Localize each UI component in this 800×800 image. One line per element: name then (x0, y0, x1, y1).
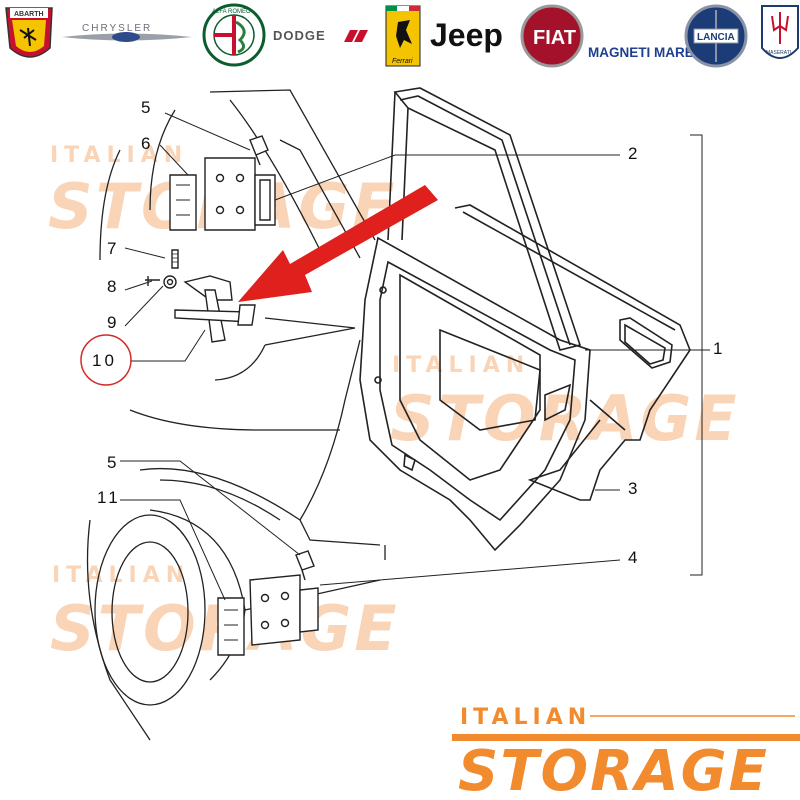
door-shell (359, 236, 591, 552)
jeep-logo: Jeep (430, 17, 503, 53)
callout-2: 2 (628, 144, 637, 163)
alfa-romeo-wordmark: ALFA ROMEO (212, 9, 251, 15)
brand-footer: ITALIAN STORAGE (452, 705, 800, 800)
ferrari-wordmark: Ferrari (392, 58, 413, 65)
fiat-logo: FIAT (520, 4, 584, 68)
brand-footer-line1: ITALIAN (460, 705, 591, 730)
car-body-outline (86, 89, 386, 741)
maserati-wordmark: MASERATI (766, 50, 791, 56)
jeep-wordmark: Jeep (430, 17, 503, 53)
callout-11: 11 (97, 488, 121, 507)
ferrari-logo: Ferrari (385, 5, 421, 67)
watermark-line1: ITALIAN (392, 353, 530, 378)
upper-hinge-group (169, 135, 276, 231)
brand-logo-strip: ABARTH CHRYSLER ALFA ROMEO DODGE (5, 3, 799, 68)
abarth-wordmark: ABARTH (14, 11, 44, 18)
abarth-logo: ABARTH (5, 7, 53, 58)
maserati-logo: MASERATI (761, 5, 799, 59)
callout-6: 6 (141, 134, 150, 153)
magneti-marelli-wordmark: MAGNETI MARELLI (588, 45, 714, 60)
callout-1: 1 (713, 339, 722, 358)
highlight-circle (80, 334, 132, 386)
chrysler-wordmark: CHRYSLER (82, 23, 152, 34)
callout-3: 3 (628, 479, 637, 498)
highlight-arrow (238, 185, 438, 302)
watermark-line2: STORAGE (390, 382, 740, 455)
fiat-wordmark: FIAT (533, 27, 576, 49)
callout-7: 7 (107, 239, 116, 258)
magneti-marelli-logo: MAGNETI MARELLI (588, 45, 714, 60)
callout-9: 9 (107, 313, 116, 332)
check-strap-group (145, 249, 256, 343)
dodge-logo: DODGE (273, 28, 368, 43)
callout-8: 8 (107, 277, 116, 296)
watermark-center-right: ITALIAN STORAGE (390, 353, 740, 455)
brand-footer-line2: STORAGE (458, 739, 769, 800)
dodge-wordmark: DODGE (273, 28, 326, 43)
callout-labels: 5 6 7 8 9 10 2 1 3 4 5 11 (92, 98, 722, 567)
watermark-line1: ITALIAN (50, 143, 188, 168)
door-outer-panel (454, 204, 691, 501)
alfa-romeo-logo: ALFA ROMEO (202, 3, 266, 67)
lancia-logo: LANCIA (684, 4, 748, 68)
lancia-wordmark: LANCIA (697, 32, 735, 43)
callout-5-upper: 5 (141, 98, 150, 117)
chrysler-logo: CHRYSLER (62, 23, 192, 42)
lower-hinge-group (217, 550, 319, 656)
door-window-frame (387, 87, 582, 351)
callout-4: 4 (628, 548, 637, 567)
callout-5-lower: 5 (107, 453, 116, 472)
leader-lines (120, 112, 710, 601)
callout-10: 10 (92, 351, 117, 370)
